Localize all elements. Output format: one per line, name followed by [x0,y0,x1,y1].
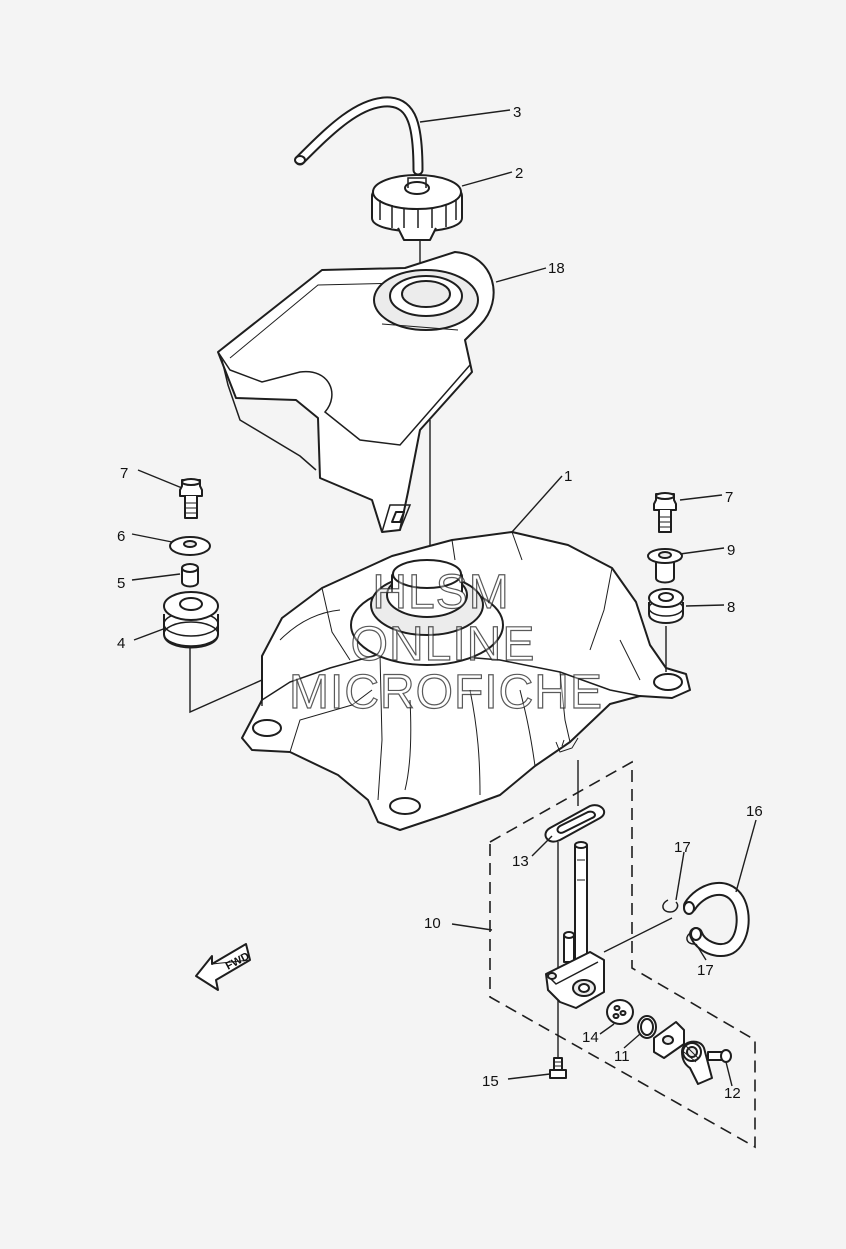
callout-1: 1 [564,468,572,485]
fwd-arrow-icon: FWD [195,943,252,991]
part-3-breather-hose [294,96,424,176]
callout-4: 4 [117,635,125,652]
part-7-bolt-right [653,492,677,533]
part-13-gasket [544,804,606,843]
fuel-cock-lever [681,1040,713,1085]
callout-5: 5 [117,575,125,592]
callout-numbers: 3 2 18 1 7 6 5 4 7 9 8 10 13 15 14 11 12… [117,104,763,1102]
callout-11: 11 [614,1048,630,1065]
part-18-tank-cover [217,251,495,533]
callout-15: 15 [482,1073,499,1090]
watermark-line-1: HLSM [372,566,509,619]
part-8-damper [648,588,684,624]
callout-3: 3 [513,104,521,121]
watermark-line-3: MICROFICHE [289,666,603,719]
callout-12: 12 [724,1085,741,1102]
callout-18: 18 [548,260,565,277]
part-11-o-ring [637,1015,657,1039]
leader-lines [131,109,757,1087]
part-12-screw [707,1049,732,1063]
watermark-line-2: ONLINE [351,618,536,671]
part-1-fuel-tank [241,531,691,831]
part-5-collar [181,563,199,588]
fuel-cock-lever-plate [653,1021,685,1059]
callout-17-upper: 17 [674,839,691,856]
callout-7-left: 7 [120,465,128,482]
callout-9: 9 [727,542,735,559]
part-16-fuel-hose [683,882,750,958]
callout-10: 10 [424,915,441,932]
part-10-fuel-cock [545,841,673,1060]
callout-8: 8 [727,599,735,616]
part-7-bolt-left [179,478,203,519]
callout-7-right: 7 [725,489,733,506]
part-6-washer [169,536,211,556]
callout-2: 2 [515,165,523,182]
callout-17-lower: 17 [697,962,714,979]
callout-13: 13 [512,853,529,870]
part-15-screw [549,1057,567,1079]
callout-14: 14 [582,1029,599,1046]
part-14-diaphragm [606,999,634,1025]
callout-16: 16 [746,803,763,820]
part-2-fuel-cap [371,174,463,241]
part-4-damper [163,591,219,649]
watermark: HLSM ONLINE MICROFICHE [288,565,603,719]
callout-6: 6 [117,528,125,545]
part-17-clip-upper [662,899,679,913]
left-mount-axis-line [189,648,263,714]
part-10-assembly-boundary [489,760,756,1149]
part-9-collar [647,548,683,584]
